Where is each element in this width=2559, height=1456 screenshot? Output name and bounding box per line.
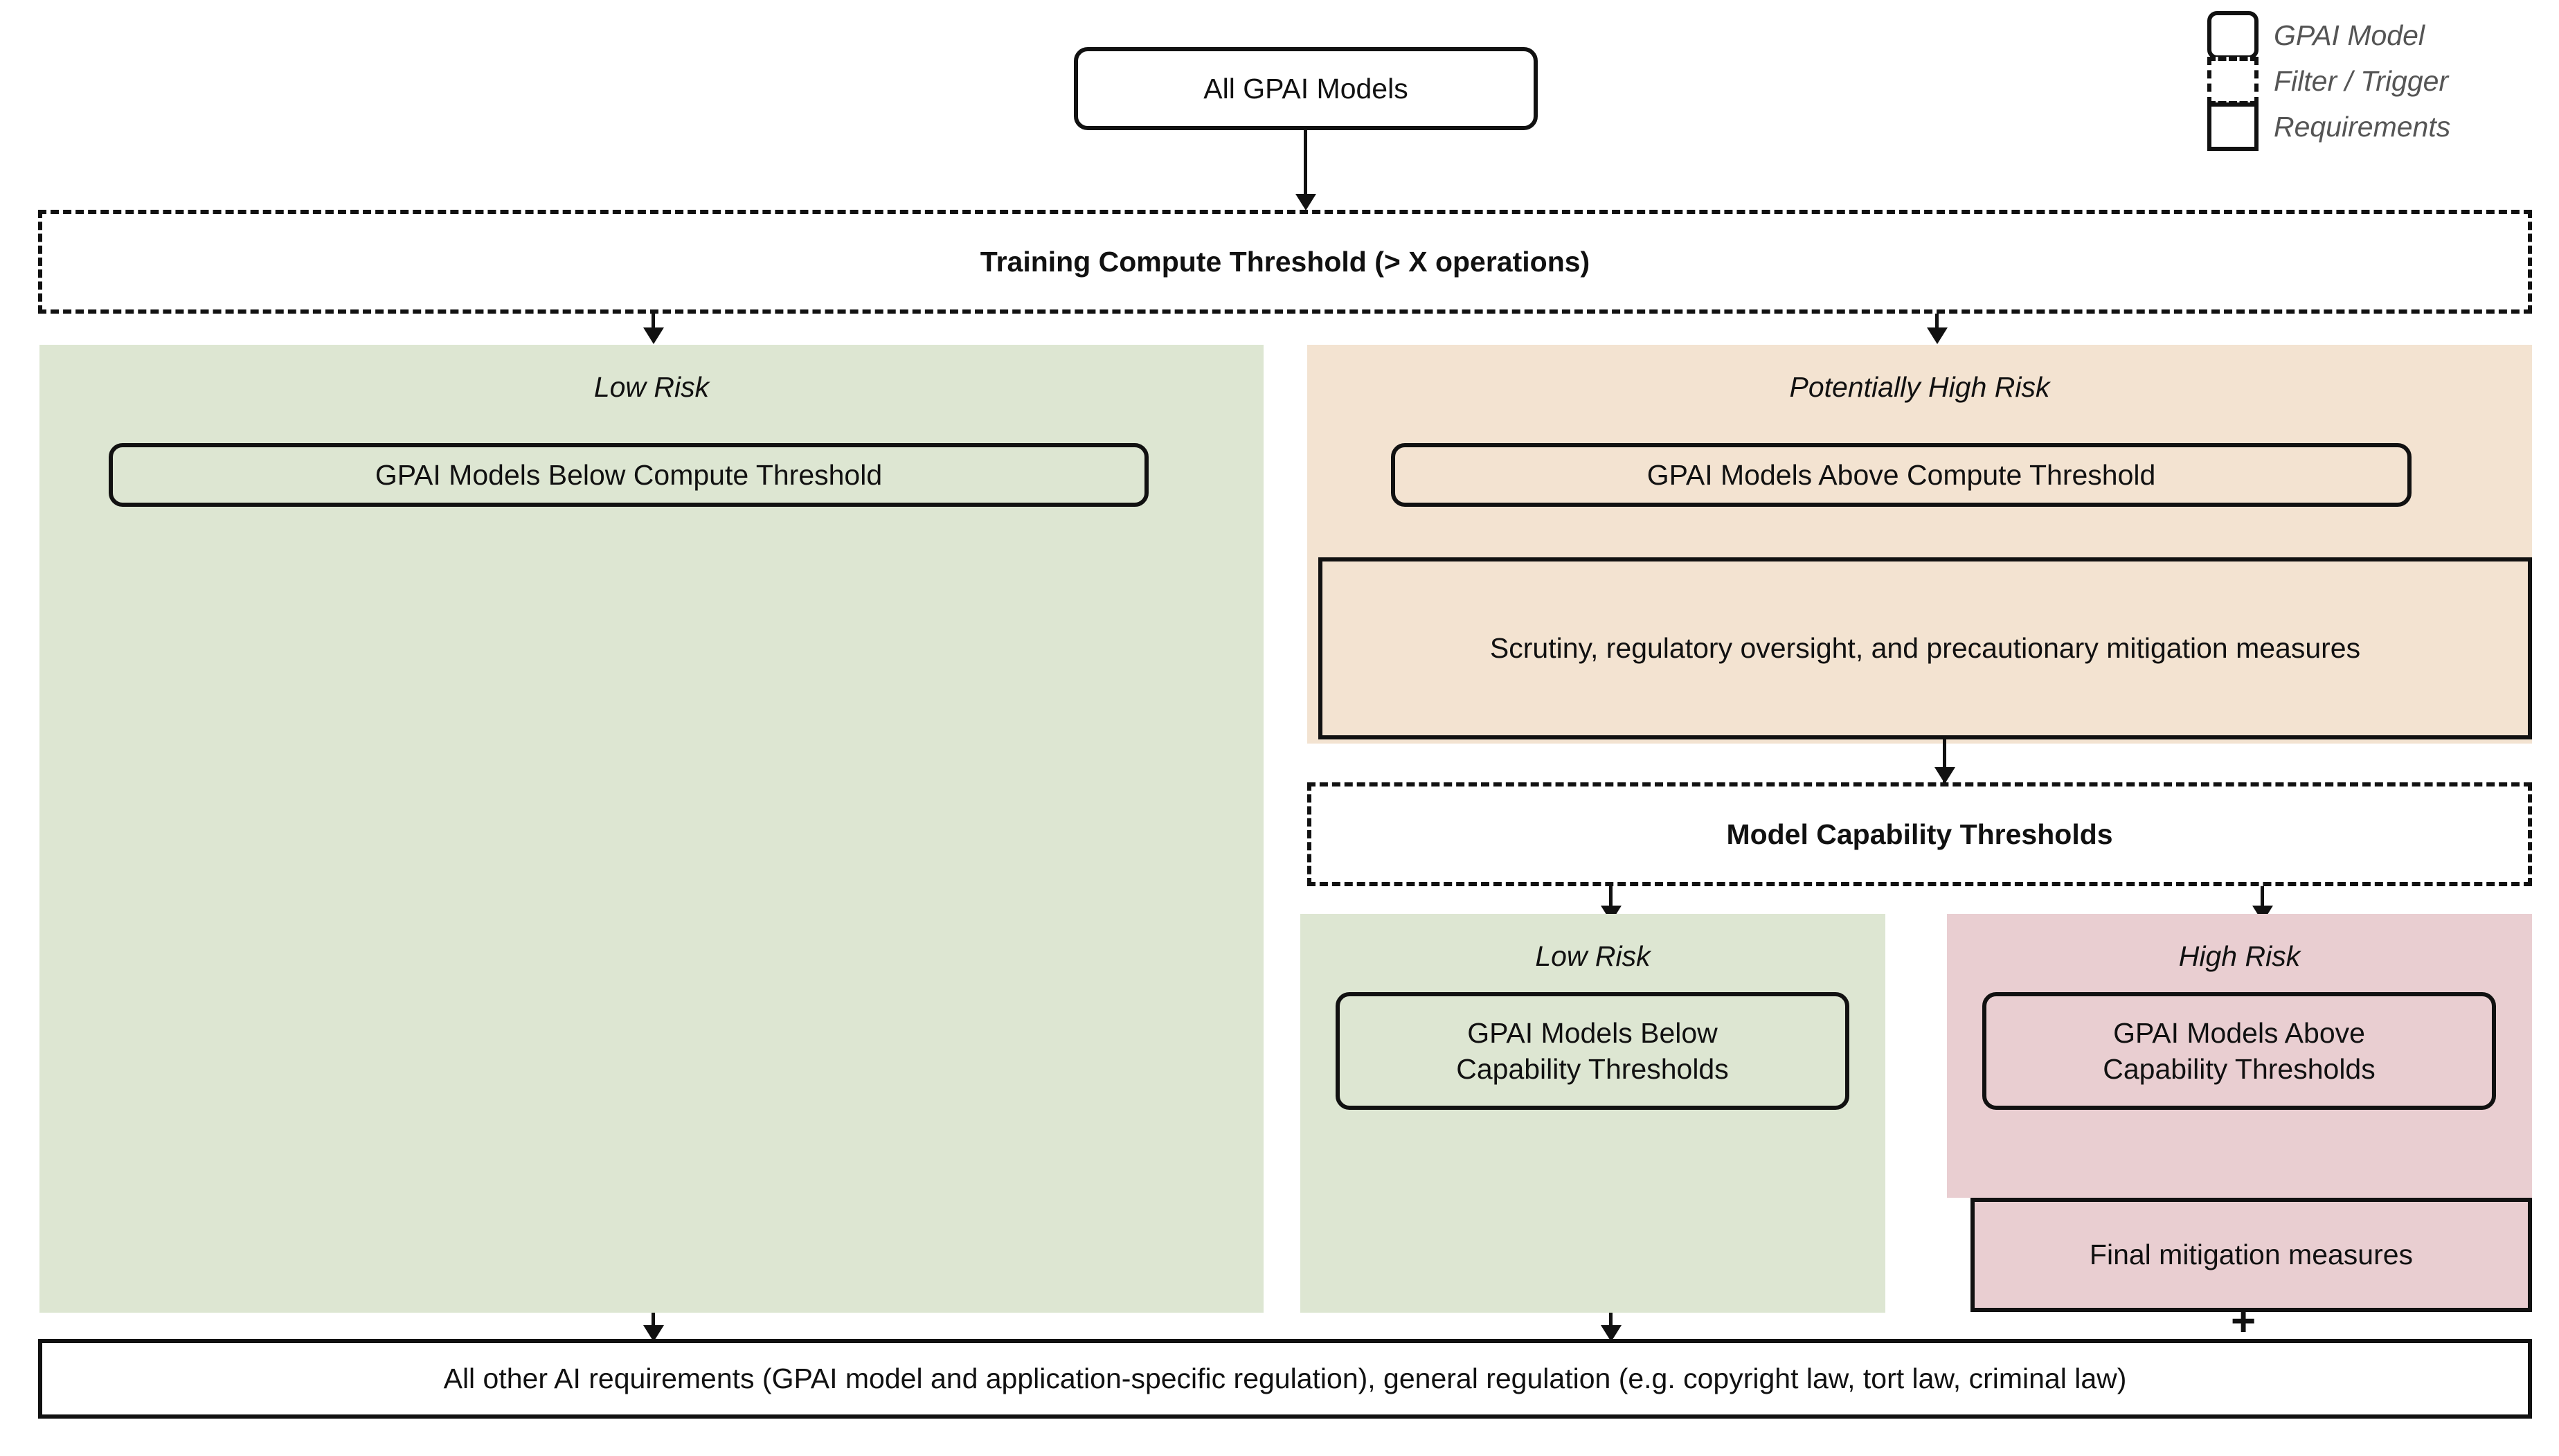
connector-low-risk-capability-to-footer: [1609, 1313, 1613, 1333]
node-label: All other AI requirements (GPAI model an…: [443, 1362, 2127, 1394]
panel-low-risk-compute: Low Risk GPAI Models Below Compute Thres…: [39, 345, 1264, 1313]
node-label: Scrutiny, regulatory oversight, and prec…: [1489, 631, 2361, 664]
panel-high-risk-capability: High Risk GPAI Models Above Capability T…: [1947, 914, 2532, 1198]
legend: GPAI Model Filter / Trigger Requirements: [2207, 11, 2533, 151]
node-gpai-below-capability-thresholds[interactable]: GPAI Models Below Capability Thresholds: [1336, 992, 1849, 1110]
arrowhead-icon: [643, 327, 664, 344]
panel-potentially-high-risk: Potentially High Risk GPAI Models Above …: [1307, 345, 2532, 744]
connector-capability-to-low-risk: [1609, 886, 1613, 914]
filter-label: Model Capability Thresholds: [1726, 818, 2113, 850]
panel-title-potentially-high-risk: Potentially High Risk: [1789, 371, 2050, 403]
connector-low-risk-compute-to-footer: [652, 1313, 655, 1333]
node-label-line1: GPAI Models Below: [1467, 1016, 1718, 1049]
node-label: All GPAI Models: [1203, 72, 1408, 105]
node-label: Final mitigation measures: [2089, 1238, 2414, 1270]
arrowhead-icon: [1927, 327, 1948, 344]
node-gpai-below-compute-threshold[interactable]: GPAI Models Below Compute Threshold: [109, 443, 1149, 507]
legend-item-label: Filter / Trigger: [2274, 64, 2449, 97]
node-label-line2: Capability Thresholds: [1456, 1053, 1729, 1085]
rounded-rect-icon: [2207, 11, 2259, 60]
panel-low-risk-capability: Low Risk GPAI Models Below Capability Th…: [1300, 914, 1885, 1313]
filter-label: Training Compute Threshold (> X operatio…: [980, 245, 1590, 278]
connector-compute-filter-to-potentially-high-risk: [1935, 314, 1939, 329]
square-rect-icon: [2207, 102, 2259, 151]
node-label-line2: Capability Thresholds: [2103, 1053, 2376, 1085]
node-label-line1: GPAI Models Above: [2113, 1016, 2365, 1049]
plus-combiner-symbol: +: [2231, 1297, 2256, 1345]
arrowhead-icon: [1295, 194, 1316, 210]
connector-capability-to-high-risk: [2261, 886, 2264, 914]
panel-title-high-risk: High Risk: [2178, 940, 2301, 972]
panel-title-low-risk: Low Risk: [1535, 940, 1651, 972]
node-footer-all-other-requirements[interactable]: All other AI requirements (GPAI model an…: [38, 1339, 2532, 1419]
filter-model-capability-thresholds[interactable]: Model Capability Thresholds: [1307, 782, 2532, 886]
legend-item-label: Requirements: [2274, 110, 2451, 143]
connector-compute-filter-to-low-risk: [652, 314, 655, 329]
dashed-rect-icon: [2207, 57, 2259, 105]
node-all-gpai-models[interactable]: All GPAI Models: [1074, 47, 1538, 130]
connector-scrutiny-to-capability-filter: [1943, 739, 1946, 782]
panel-title-low-risk: Low Risk: [593, 371, 710, 403]
filter-training-compute-threshold[interactable]: Training Compute Threshold (> X operatio…: [38, 210, 2532, 314]
legend-item-filter-trigger: Filter / Trigger: [2207, 57, 2533, 105]
node-label: GPAI Models Above Compute Threshold: [1646, 458, 2156, 491]
node-gpai-above-compute-threshold[interactable]: GPAI Models Above Compute Threshold: [1391, 443, 2412, 507]
node-final-mitigation-measures[interactable]: Final mitigation measures: [1970, 1198, 2532, 1312]
connector-root-to-compute-filter: [1304, 130, 1307, 194]
node-scrutiny-requirements[interactable]: Scrutiny, regulatory oversight, and prec…: [1318, 557, 2532, 739]
node-label: GPAI Models Below Compute Threshold: [375, 458, 883, 491]
arrowhead-icon: [1934, 767, 1955, 784]
node-gpai-above-capability-thresholds[interactable]: GPAI Models Above Capability Thresholds: [1982, 992, 2496, 1110]
legend-item-gpai-model: GPAI Model: [2207, 11, 2533, 60]
legend-item-requirements: Requirements: [2207, 102, 2533, 151]
legend-item-label: GPAI Model: [2274, 19, 2425, 51]
